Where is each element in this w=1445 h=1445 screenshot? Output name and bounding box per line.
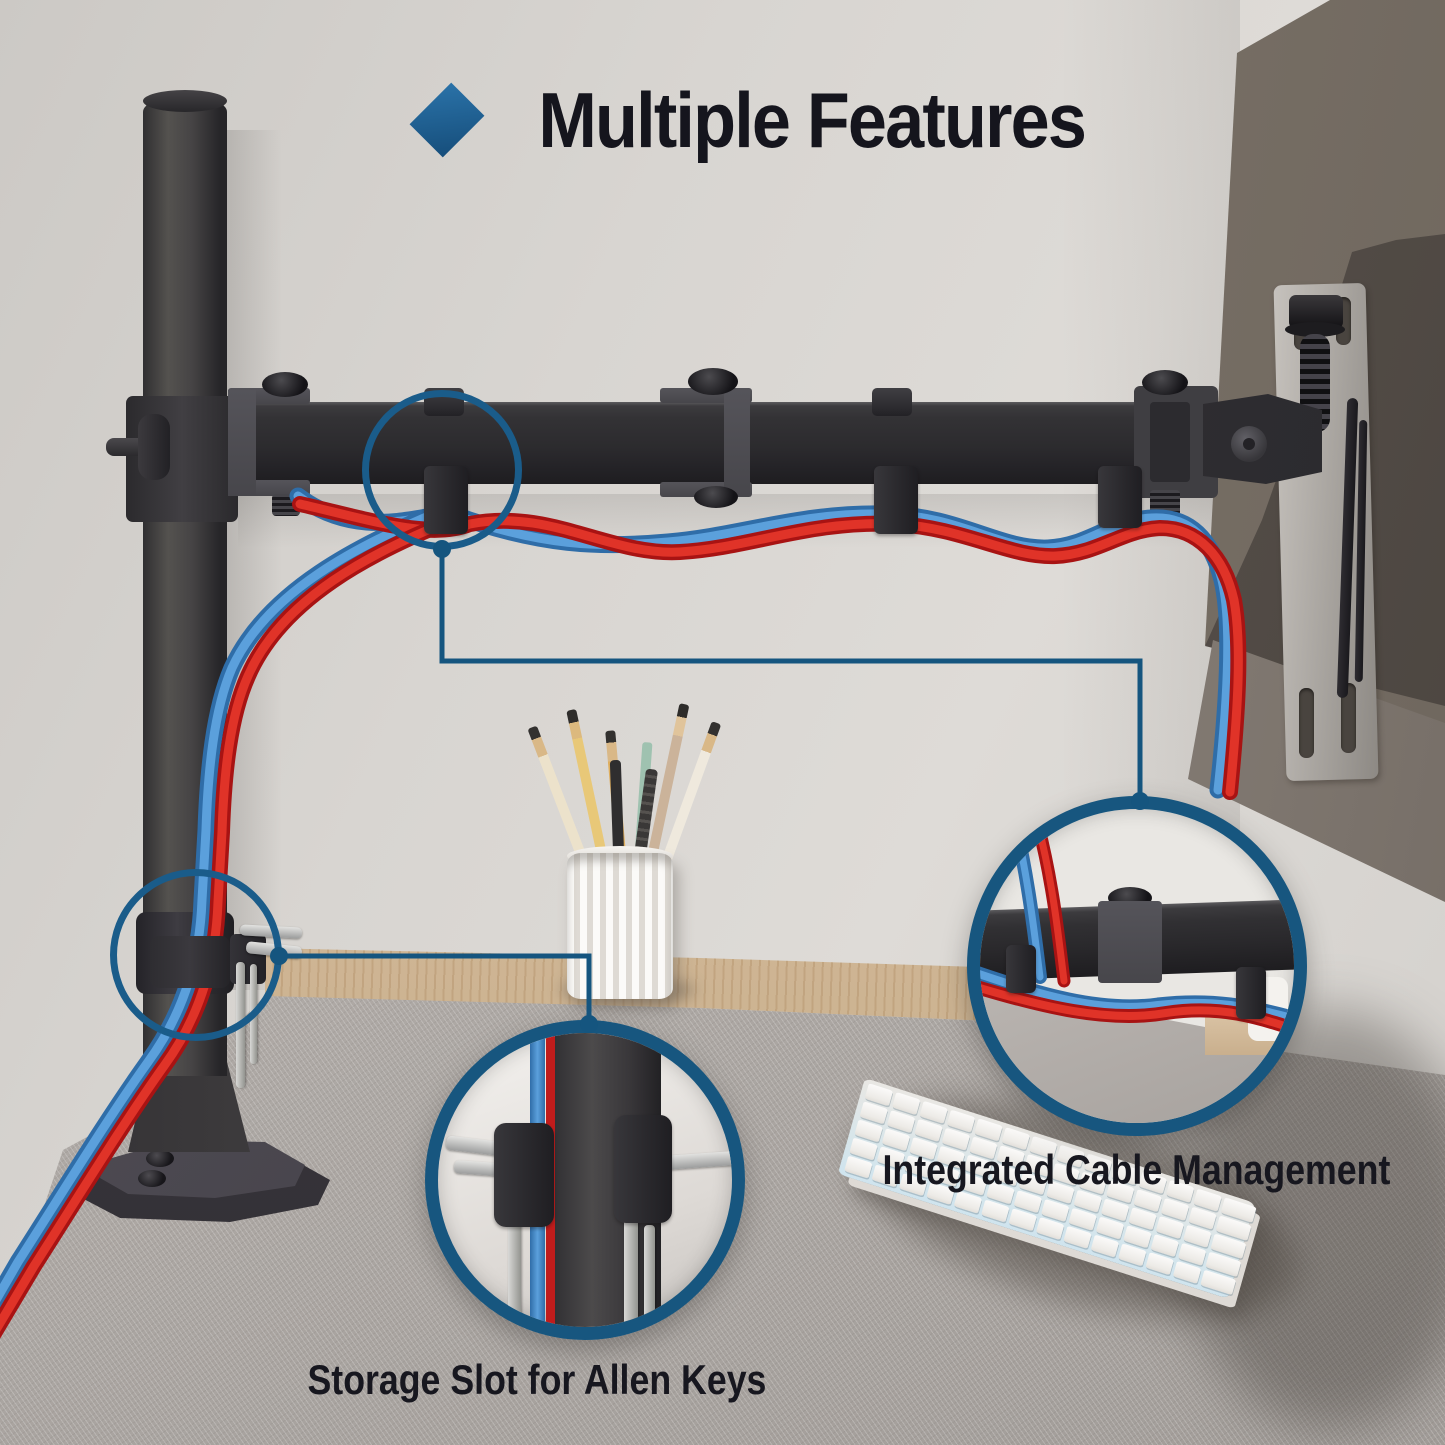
magnifier-clip <box>494 1123 554 1227</box>
clamp-t-knob <box>138 414 170 480</box>
arm-mid-joint <box>724 390 750 496</box>
pole-wall-shadow <box>226 130 282 990</box>
arm-right-bracket-slot <box>1150 402 1190 482</box>
base-bolt <box>138 1170 166 1187</box>
magnifier-allen-key <box>644 1225 655 1327</box>
magnifier-clip <box>1236 967 1266 1019</box>
link-pivot-center <box>1243 438 1255 450</box>
cable-clip <box>1098 466 1142 528</box>
cable-clip <box>874 466 918 534</box>
magnifier-allen-key <box>624 1219 638 1327</box>
joint-bolt <box>694 486 738 508</box>
diamond-icon <box>409 82 485 158</box>
magnifier-allen-key <box>508 1205 521 1327</box>
magnifier-joint <box>1098 901 1162 983</box>
pencil-cup <box>567 853 673 999</box>
magnifier-clip <box>614 1115 672 1223</box>
tilt-washer <box>1285 322 1345 337</box>
arm-left-bracket <box>228 390 256 496</box>
magnifier-clip <box>1006 945 1036 993</box>
title-text: Multiple Features <box>538 75 1088 164</box>
label-allen-key-storage: Storage Slot for Allen Keys <box>307 1356 767 1403</box>
bracket-bolt <box>1142 370 1188 395</box>
pole-top-cap <box>143 90 227 112</box>
vesa-slot <box>1341 683 1356 753</box>
base-bolt <box>146 1150 174 1167</box>
joint-bolt <box>688 368 738 395</box>
page-title: Multiple Features <box>380 70 1160 170</box>
arm-bolt <box>262 372 308 397</box>
cable-clip-top <box>872 388 912 416</box>
vesa-slot <box>1299 688 1314 758</box>
label-cable-management: Integrated Cable Management <box>882 1146 1391 1193</box>
